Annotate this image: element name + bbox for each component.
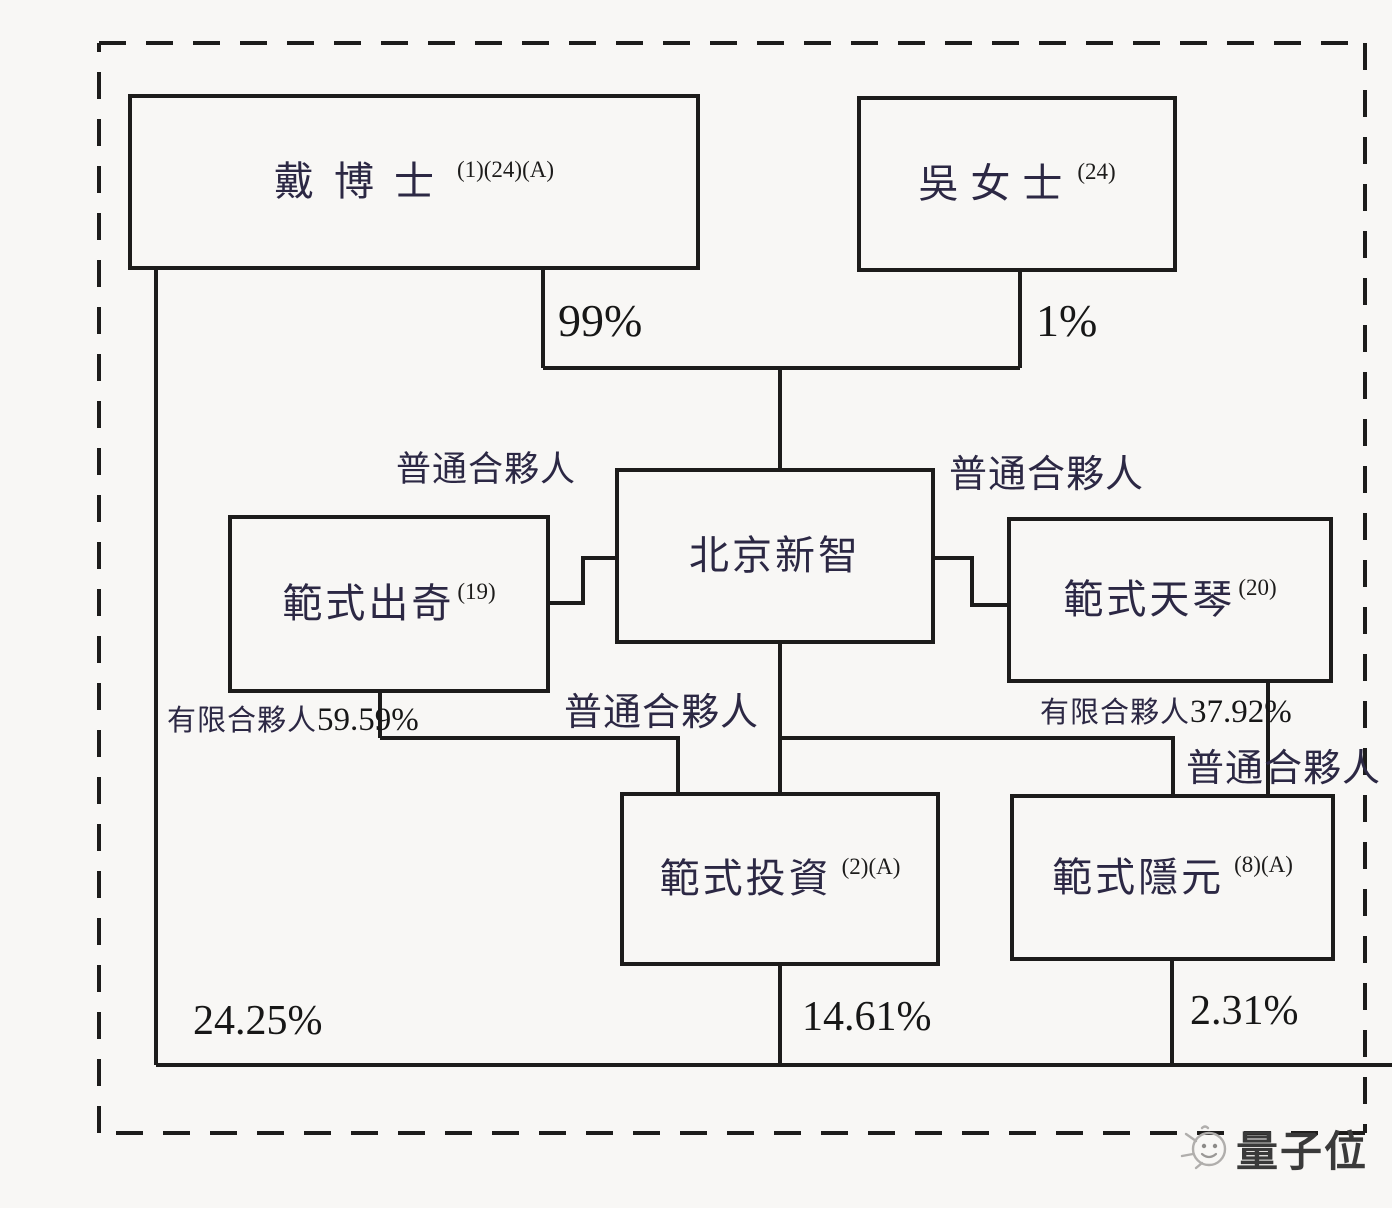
node-dai-label: 戴博士 bbox=[273, 159, 454, 204]
node-fanshi-touzi: 範式投資 (2)(A) bbox=[620, 792, 940, 966]
node-fanshi-chuqi: 範式出奇(19) bbox=[228, 515, 550, 693]
node-dai-boshi: 戴博士(1)(24)(A) bbox=[128, 94, 700, 270]
node-touzi-label: 範式投資 bbox=[659, 856, 832, 901]
lp-left-percent: 59.59% bbox=[317, 702, 419, 738]
lp-right-text: 有限合夥人 bbox=[1040, 697, 1191, 729]
edge-label-14-61-percent: 14.61% bbox=[802, 994, 932, 1040]
node-xinzhi-label: 北京新智 bbox=[689, 533, 861, 578]
lp-right-percent: 37.92% bbox=[1190, 694, 1292, 730]
edge-label-gp-right: 普通合夥人 bbox=[949, 454, 1145, 496]
node-tianqin-superscript: (20) bbox=[1238, 574, 1277, 600]
edge-label-gp-left: 普通合夥人 bbox=[396, 450, 577, 489]
dashed-border bbox=[97, 41, 1367, 1135]
edge-label-99-percent: 99% bbox=[558, 295, 643, 346]
edge-label-2-31-percent: 2.31% bbox=[1190, 988, 1299, 1034]
edge-label-lp-right: 有限合夥人37.92% bbox=[1040, 696, 1292, 729]
node-fanshi-yinyuan: 範式隱元 (8)(A) bbox=[1010, 794, 1335, 961]
edge-label-lp-left: 有限合夥人59.59% bbox=[167, 704, 419, 737]
node-beijing-xinzhi: 北京新智 bbox=[615, 468, 935, 644]
node-fanshi-tianqin: 範式天琴(20) bbox=[1007, 517, 1333, 683]
node-wu-superscript: (24) bbox=[1077, 158, 1116, 184]
qbitai-logo-icon bbox=[1180, 1125, 1227, 1170]
node-wu-label: 吳女士 bbox=[918, 161, 1075, 206]
edge-label-1-percent: 1% bbox=[1036, 295, 1098, 346]
lp-left-text: 有限合夥人 bbox=[167, 705, 318, 737]
edge-label-gp-bottom-right: 普通合夥人 bbox=[1186, 748, 1382, 790]
node-wu-nvshi: 吳女士(24) bbox=[857, 96, 1177, 272]
watermark-text: 量子位 bbox=[1236, 1127, 1369, 1175]
watermark-qbitai: 量子位 bbox=[1172, 1116, 1368, 1180]
node-chuqi-superscript: (19) bbox=[457, 578, 496, 604]
edge-label-gp-center: 普通合夥人 bbox=[564, 692, 760, 734]
node-chuqi-label: 範式出奇 bbox=[282, 581, 455, 626]
edge-label-24-25-percent: 24.25% bbox=[193, 998, 323, 1044]
node-yinyuan-superscript: (8)(A) bbox=[1234, 852, 1293, 877]
node-touzi-superscript: (2)(A) bbox=[841, 853, 901, 879]
node-dai-superscript: (1)(24)(A) bbox=[456, 156, 555, 182]
node-yinyuan-label: 範式隱元 bbox=[1052, 854, 1225, 900]
node-tianqin-label: 範式天琴 bbox=[1063, 577, 1236, 622]
